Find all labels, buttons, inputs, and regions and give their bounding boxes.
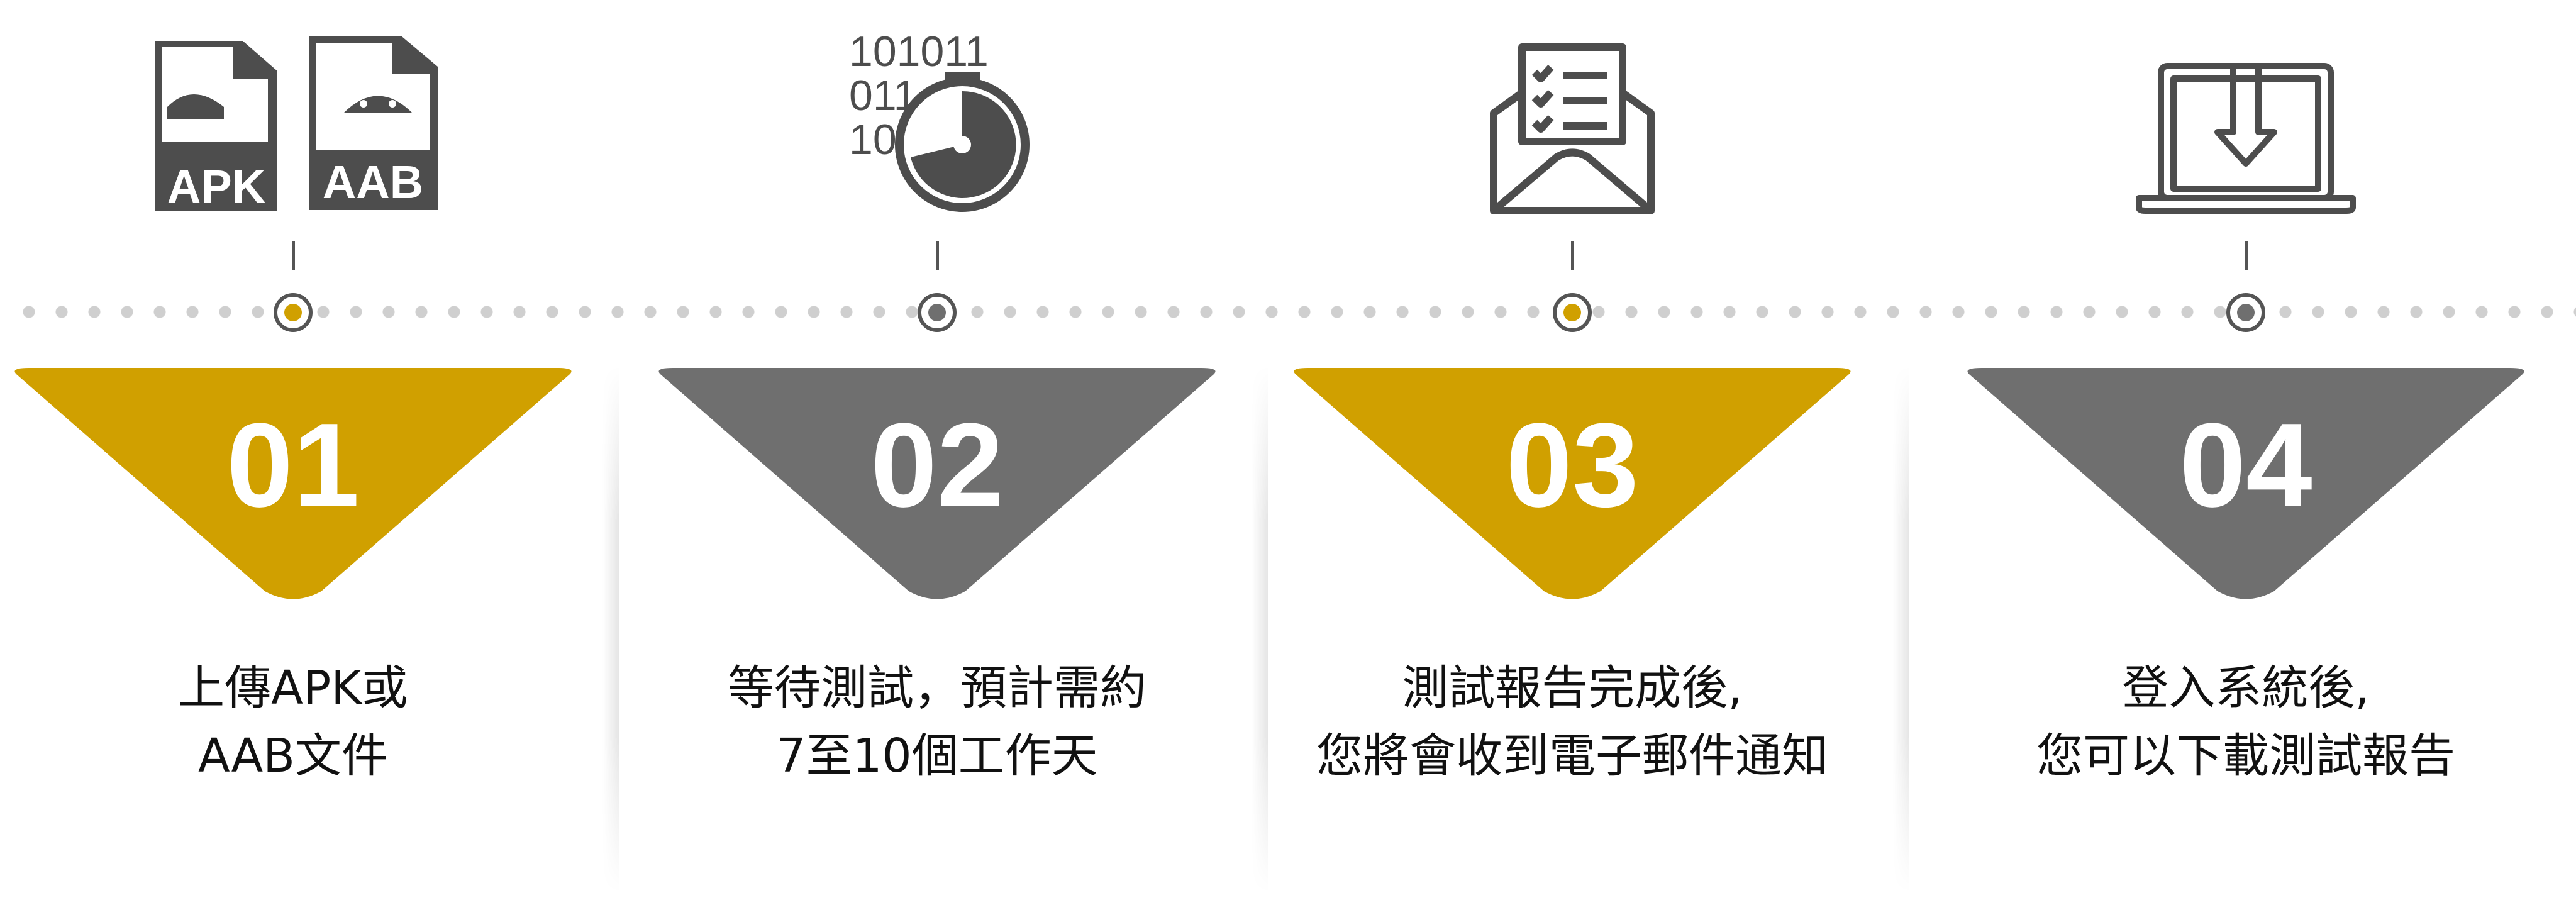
column-divider [1893,365,1909,893]
step-number-banner [658,368,1216,599]
step-4: 04 登入系統後,您可以下載測試報告 [1963,0,2529,905]
step-number-banner [1294,368,1851,599]
svg-text:AAB: AAB [323,156,423,208]
step-number-banner [1967,368,2524,599]
connector-tick [2245,241,2248,270]
email-checklist-icon [1490,43,1655,214]
step-number-banner [14,368,572,599]
connector-tick [292,241,295,270]
svg-text:APK: APK [167,160,265,213]
step-number: 02 [870,399,1004,532]
step-number: 01 [226,399,360,532]
timeline-node [2226,293,2265,332]
stopwatch-binary-icon: 101011 011 10 [849,31,1030,212]
timeline-node [274,293,313,332]
apk-aab-file-icon: APK AAB [155,36,438,213]
step-description: 登入系統後,您可以下載測試報告 [2036,661,2455,783]
step-number: 04 [2179,399,2312,532]
step-description: 測試報告完成後,您將會收到電子郵件通知 [1316,661,1828,783]
timeline-dotted-line [13,304,2576,319]
laptop-download-icon [2136,63,2356,214]
step-number: 03 [1506,399,1639,532]
connector-tick [1571,241,1574,270]
step-3: 03 測試報告完成後,您將會收到電子郵件通知 [1289,0,1855,905]
timeline-node [918,293,957,332]
column-divider [1252,365,1268,893]
svg-text:101011: 101011 [849,31,989,75]
timeline-node [1553,293,1592,332]
column-divider [602,365,619,893]
svg-text:10: 10 [849,116,897,164]
connector-tick [936,241,939,270]
